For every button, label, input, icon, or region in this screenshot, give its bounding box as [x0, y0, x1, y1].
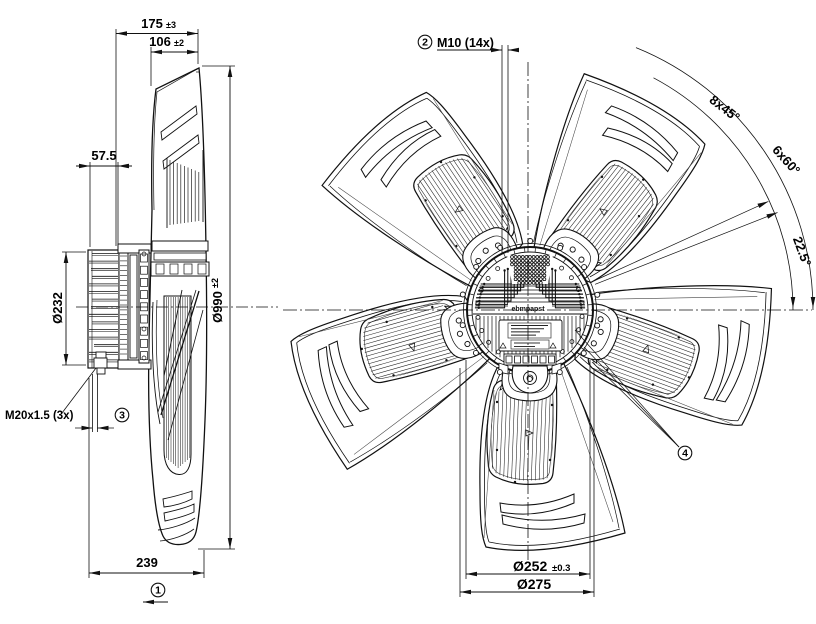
svg-text:±3: ±3	[166, 20, 176, 30]
svg-text:4: 4	[682, 448, 688, 460]
svg-text:Ø275: Ø275	[517, 576, 551, 592]
svg-text:Ø990: Ø990	[210, 291, 225, 323]
svg-text:2: 2	[422, 37, 428, 49]
svg-text:±2: ±2	[210, 278, 220, 288]
svg-text:239: 239	[136, 555, 158, 570]
svg-text:±2: ±2	[174, 38, 184, 48]
svg-text:1: 1	[155, 585, 161, 597]
svg-text:Ø252: Ø252	[513, 558, 547, 574]
svg-text:106: 106	[149, 34, 171, 49]
svg-text:M10 (14x): M10 (14x)	[437, 36, 494, 50]
svg-text:3: 3	[119, 410, 125, 422]
svg-text:57.5: 57.5	[91, 148, 116, 163]
svg-text:M20x1.5 (3x): M20x1.5 (3x)	[5, 410, 74, 422]
svg-text:175: 175	[141, 16, 163, 31]
svg-text:±0.3: ±0.3	[552, 563, 570, 574]
svg-text:Ø232: Ø232	[50, 292, 65, 324]
